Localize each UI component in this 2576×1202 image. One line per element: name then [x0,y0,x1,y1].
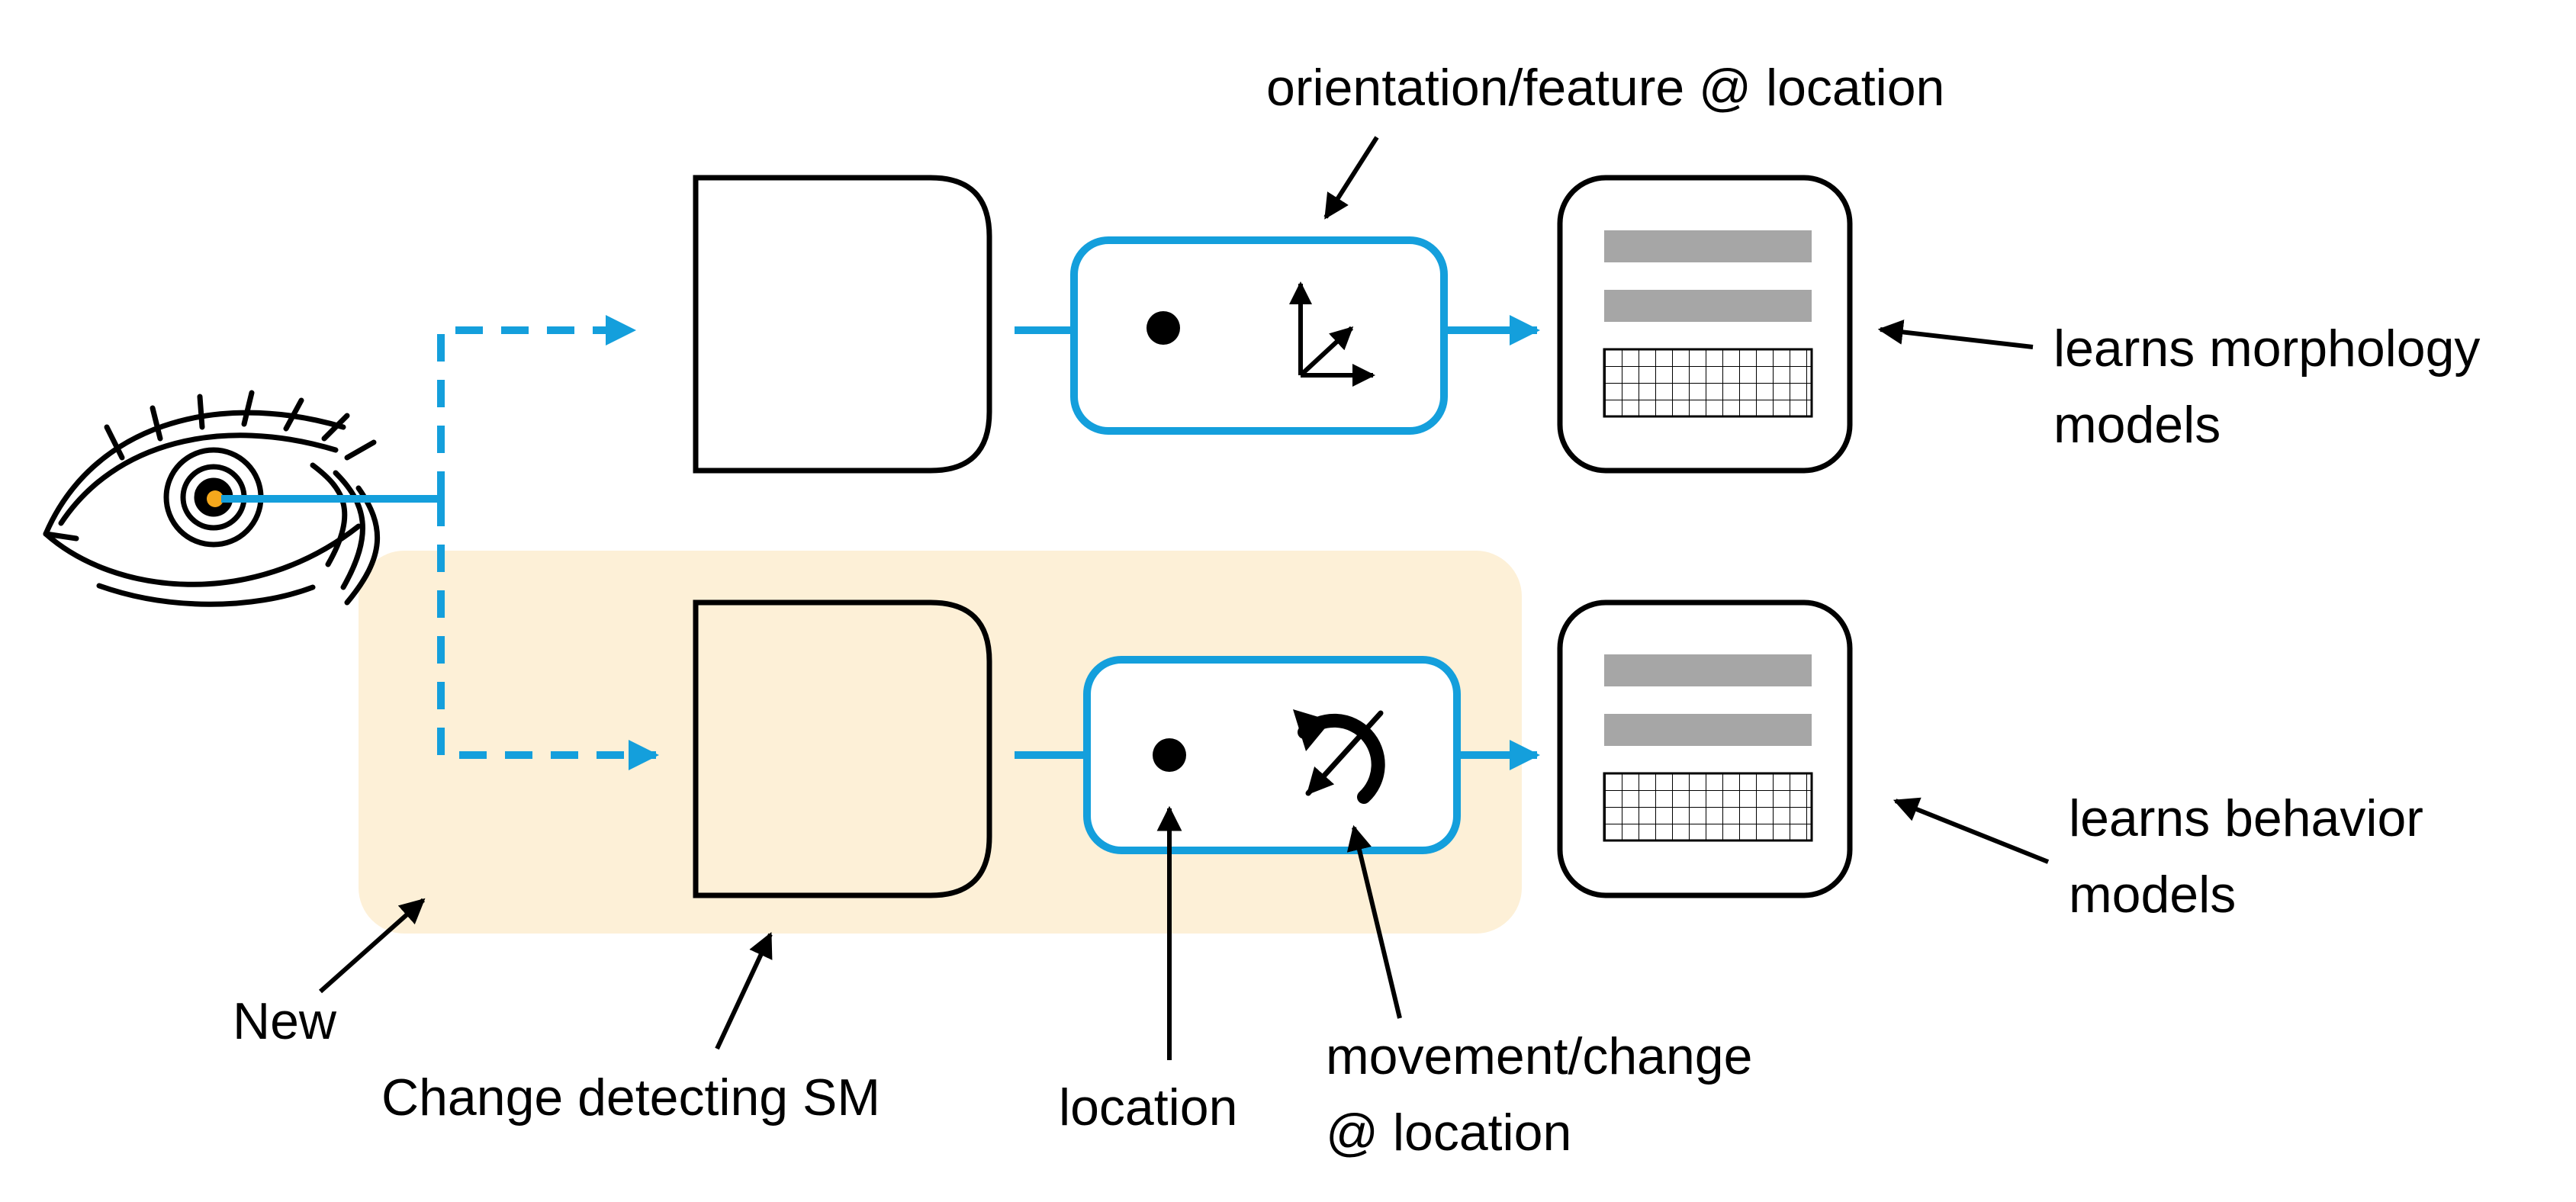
new-annotation-arrow [319,898,426,994]
morphology-label-line1: learns morphology [2053,320,2480,378]
grid-icon [1603,348,1813,418]
new-label: New [233,992,337,1050]
pupil-dot [207,490,224,507]
change-detecting-sm-label: Change detecting SM [381,1069,880,1126]
location-dot-icon [1146,311,1180,345]
feature-output-box [1070,236,1448,435]
morphology-label-line2: models [2053,396,2221,454]
change-output-box [1083,656,1461,854]
learning-module-bottom [1557,599,1853,898]
orientation-feature-label: orientation/feature @ location [1266,59,1944,117]
rotation-arrow-icon [1293,709,1385,804]
behavior-label-line2: models [2069,866,2236,924]
behavior-label-line1: learns behavior [2069,789,2423,847]
model-bar [1604,290,1812,322]
feature-annotation-arrow [1323,136,1379,220]
location-dot-icon [1153,738,1186,772]
annotation-arrows [319,136,2050,1060]
branch-lines [437,315,659,770]
model-bar [1604,230,1812,262]
sensor-module-bottom [693,599,992,898]
movement-label-line1: movement/change [1326,1027,1752,1085]
grid-icon [1603,772,1813,842]
axes-icon [1289,281,1375,387]
model-bar [1604,654,1812,686]
sm-annotation-arrow [715,932,773,1050]
learning-module-top [1557,175,1853,474]
movement-label-line2: @ location [1326,1104,1571,1162]
eye-icon [43,390,381,607]
movement-annotation-arrow [1346,824,1402,1019]
morphology-annotation-arrow [1877,320,2034,349]
model-bar [1604,714,1812,746]
location-label: location [1059,1078,1237,1136]
sensor-module-top [693,175,992,474]
behavior-annotation-arrow [1893,797,2050,864]
